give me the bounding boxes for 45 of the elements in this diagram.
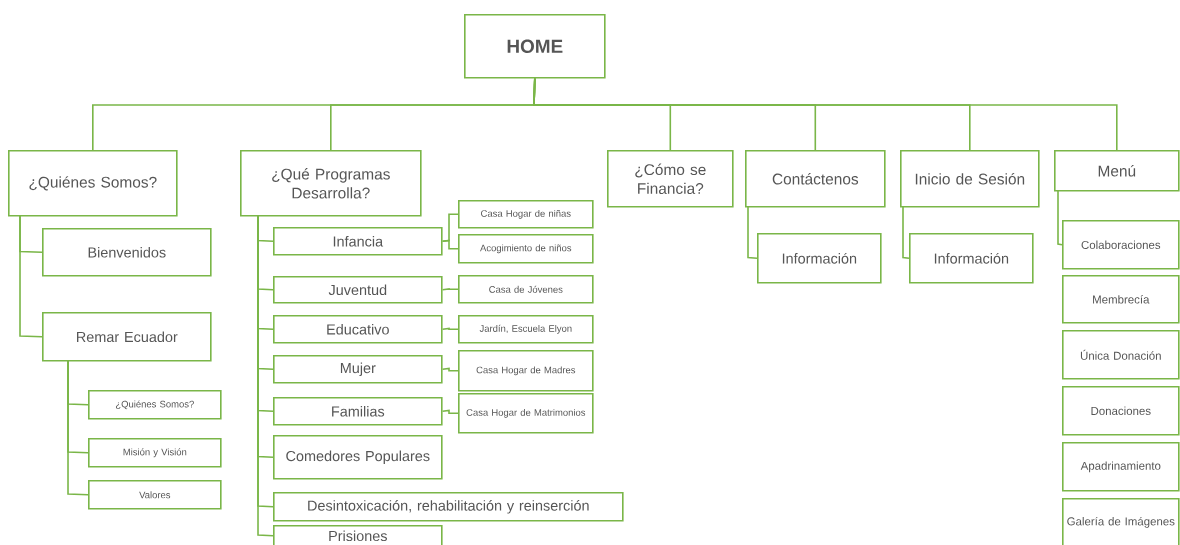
subpage-box: Acogimiento de niños: [458, 234, 594, 264]
page-box: Juventud: [273, 276, 443, 304]
connector-line: [1057, 189, 1063, 246]
page-box: Información: [909, 233, 1034, 284]
subpage-box: Valores: [88, 480, 222, 510]
page-box: Colaboraciones: [1062, 220, 1180, 270]
page-box: Comedores Populares: [273, 435, 443, 480]
page-box: Desintoxicación, rehabilitación y reinserción: [273, 492, 624, 522]
section-box: ¿Cómo se Financia?: [607, 150, 734, 208]
subpage-box: ¿Quiénes Somos?: [88, 390, 222, 420]
section-box: Inicio de Sesión: [900, 150, 1040, 208]
page-box: Membrecía: [1062, 275, 1180, 324]
page-box: Apadrinamiento: [1062, 442, 1180, 492]
page-box: Galería de Imágenes: [1062, 498, 1180, 545]
connector-line: [533, 77, 1118, 151]
section-box: ¿Qué Programas Desarrolla?: [240, 150, 422, 217]
subpage-box: Jardín, Escuela Elyon: [458, 315, 594, 344]
page-box: Familias: [273, 397, 443, 426]
page-box: Prisiones: [273, 525, 443, 545]
page-box: Bienvenidos: [42, 228, 212, 277]
section-box: ¿Quiénes Somos?: [8, 150, 178, 217]
subpage-box: Casa Hogar de niñas: [458, 200, 594, 229]
connector-line: [441, 327, 459, 331]
page-box: Infancia: [273, 227, 443, 256]
subpage-box: Casa de Jóvenes: [458, 275, 594, 304]
page-box: Remar Ecuador: [42, 312, 212, 362]
subpage-box: Misión y Visión: [88, 438, 222, 468]
section-box: Contáctenos: [745, 150, 886, 208]
section-box: Menú: [1054, 150, 1180, 192]
connector-line: [441, 239, 459, 250]
connector-line: [441, 367, 459, 372]
page-box: Educativo: [273, 315, 443, 344]
connector-line: [19, 214, 43, 338]
page-box: Única Donación: [1062, 330, 1180, 380]
connector-line: [67, 359, 89, 496]
page-box: Mujer: [273, 355, 443, 384]
page-box: Información: [757, 233, 882, 284]
connector-line: [902, 205, 910, 260]
home-box: HOME: [464, 14, 606, 79]
subpage-box: Casa Hogar de Matrimonios: [458, 393, 594, 434]
page-box: Donaciones: [1062, 386, 1180, 436]
connector-line: [441, 409, 459, 415]
connector-line: [441, 288, 459, 291]
subpage-box: Casa Hogar de Madres: [458, 350, 594, 392]
connector-line: [747, 205, 758, 260]
